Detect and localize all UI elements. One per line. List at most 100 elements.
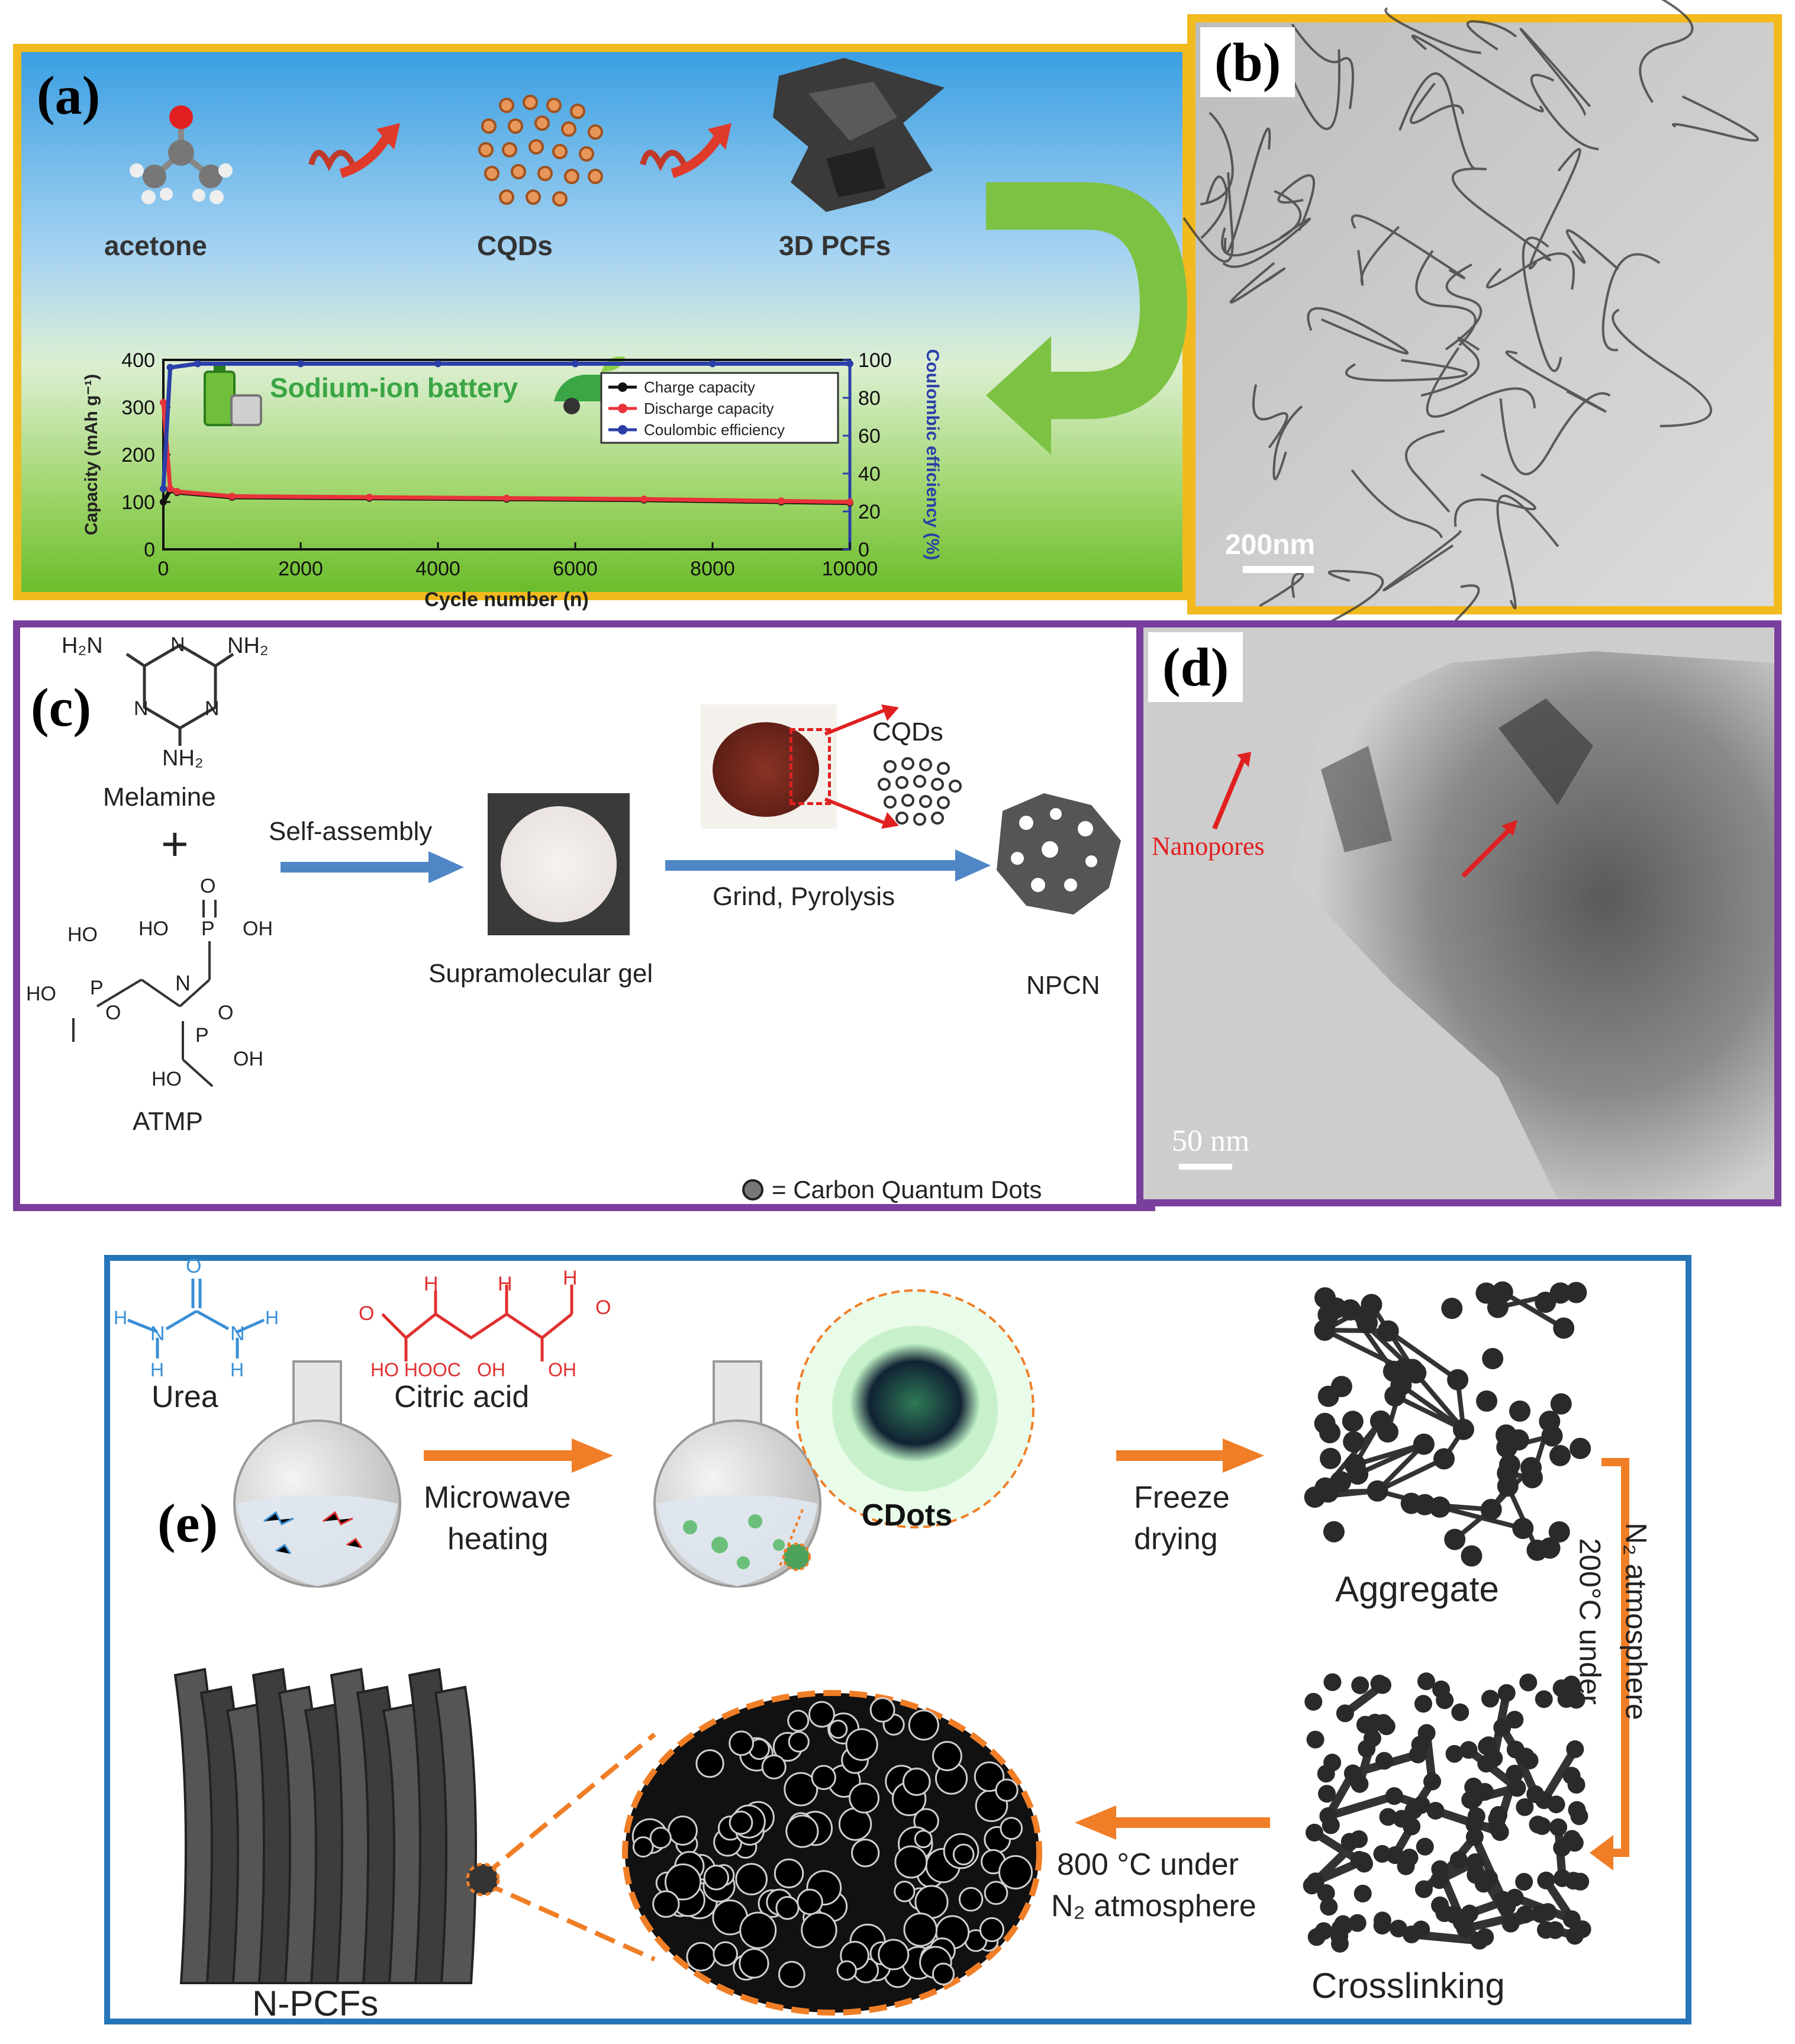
network-sphere xyxy=(1375,1752,1393,1770)
network-sphere xyxy=(1494,1891,1512,1909)
blue-arrow-icon xyxy=(665,849,991,881)
network-sphere xyxy=(1369,1410,1391,1432)
network-sphere xyxy=(1320,1898,1338,1916)
sem-pore xyxy=(998,1855,1033,1890)
network-sphere xyxy=(1334,1915,1352,1933)
step-label-3d-pcfs: 3D PCFs xyxy=(779,230,891,261)
pyrolysis-powder-photo xyxy=(701,704,837,829)
network-sphere xyxy=(1506,1740,1525,1759)
x-tick-label: 8000 xyxy=(690,558,735,580)
network-sphere xyxy=(1549,1282,1571,1304)
tem-flake-edge xyxy=(1530,73,1599,150)
network-sphere xyxy=(1432,1680,1451,1698)
orange-arrow-left-icon xyxy=(1075,1805,1270,1840)
chem-nh2-right: NH₂ xyxy=(227,633,269,658)
network-sphere xyxy=(1548,1521,1570,1543)
network-sphere xyxy=(1303,1876,1321,1895)
network-link xyxy=(1387,1329,1459,1382)
network-sphere xyxy=(1314,1287,1336,1309)
network-sphere xyxy=(1571,1872,1590,1891)
network-sphere xyxy=(1319,1807,1338,1825)
tem-flake-edge xyxy=(1229,262,1286,304)
panel-d: (d) Nanopores 50 nm xyxy=(1136,620,1781,1206)
legend-marker xyxy=(618,404,627,413)
sem-pore xyxy=(797,1888,823,1916)
network-sphere xyxy=(1475,1783,1494,1801)
x-tick-label: 0 xyxy=(158,558,169,580)
sem-pore xyxy=(775,1895,800,1920)
sem-pore xyxy=(739,1911,777,1949)
plus-sign: + xyxy=(161,817,189,870)
cdots-label: CDots xyxy=(862,1498,953,1533)
y2-tick-label: 80 xyxy=(858,387,881,410)
3d-pcfs-structure-icon xyxy=(773,58,945,212)
network-sphere xyxy=(1491,1281,1513,1303)
gel-label: Supramolecular gel xyxy=(428,959,653,988)
urea-label: Urea xyxy=(152,1380,218,1414)
network-sphere xyxy=(1363,1729,1381,1747)
tem-flake-edge xyxy=(1382,530,1462,592)
sem-pore xyxy=(808,1701,835,1728)
network-sphere xyxy=(1323,1521,1345,1543)
network-sphere xyxy=(1526,1785,1545,1803)
data-point xyxy=(778,497,785,505)
network-sphere xyxy=(1317,1884,1335,1903)
npcn-label: NPCN xyxy=(1026,971,1100,1000)
data-point xyxy=(640,495,647,503)
network-sphere xyxy=(1343,1764,1362,1782)
network-sphere xyxy=(1366,1714,1384,1732)
sem-pore xyxy=(784,1772,818,1807)
network-sphere xyxy=(1550,1393,1572,1415)
network-sphere xyxy=(1482,1348,1504,1370)
network-sphere xyxy=(1475,1282,1497,1304)
blue-arrow-icon xyxy=(281,851,464,883)
tem-flake-edge xyxy=(1639,0,1694,103)
network-sphere xyxy=(1348,1914,1367,1932)
network-sphere xyxy=(1444,1528,1466,1550)
cqds-cluster-icon xyxy=(878,757,962,826)
network-sphere xyxy=(1367,1480,1388,1502)
citric-oh: OH xyxy=(477,1359,505,1380)
network-sphere xyxy=(1441,1298,1463,1319)
network-sphere xyxy=(1516,1905,1534,1924)
sem-pore xyxy=(979,1917,1005,1942)
sem-pore xyxy=(894,1845,928,1879)
tem-image-d xyxy=(1143,627,1774,1199)
orange-arrow-icon xyxy=(1116,1438,1264,1473)
network-sphere xyxy=(1476,1928,1494,1946)
network-sphere xyxy=(1423,1772,1442,1791)
network-sphere xyxy=(1501,1914,1520,1933)
network-sphere xyxy=(1304,1692,1323,1711)
network-sphere xyxy=(1466,1853,1484,1871)
panel-c-letter: (c) xyxy=(31,677,92,738)
sem-pore xyxy=(788,1731,810,1753)
step-heating: heating xyxy=(447,1522,549,1556)
network-sphere xyxy=(1389,1919,1407,1937)
network-link xyxy=(1375,1442,1426,1493)
urea-atom-h: H xyxy=(265,1307,279,1328)
sem-pore xyxy=(652,1890,680,1918)
legend-carbon-quantum-dots: = Carbon Quantum Dots xyxy=(772,1176,1042,1203)
legend-box xyxy=(600,372,839,444)
y-tick-label: 100 xyxy=(121,491,155,514)
battery-icon xyxy=(204,365,262,426)
data-point xyxy=(194,360,201,368)
sem-pore xyxy=(894,1881,916,1903)
network-sphere xyxy=(1339,1299,1361,1321)
network-sphere xyxy=(1306,1730,1325,1749)
network-sphere xyxy=(1373,1845,1391,1863)
network-sphere xyxy=(1379,1808,1397,1826)
tem-flake-edge xyxy=(1291,23,1355,110)
legend-label: Charge capacity xyxy=(644,378,755,396)
tem-flake-edge xyxy=(1259,572,1304,607)
citric-atom-h: H xyxy=(424,1273,439,1295)
citric-oh: OH xyxy=(548,1359,576,1380)
data-point xyxy=(297,360,304,368)
n-pcfs-label: N-PCFs xyxy=(252,1984,379,2023)
network-sphere xyxy=(1414,1880,1433,1898)
melamine-structure-icon xyxy=(125,643,234,746)
panel-b-letter: (b) xyxy=(1200,27,1296,97)
network-sphere xyxy=(1570,1437,1591,1459)
sem-pore xyxy=(1000,1817,1023,1840)
network-sphere xyxy=(1385,1787,1403,1805)
